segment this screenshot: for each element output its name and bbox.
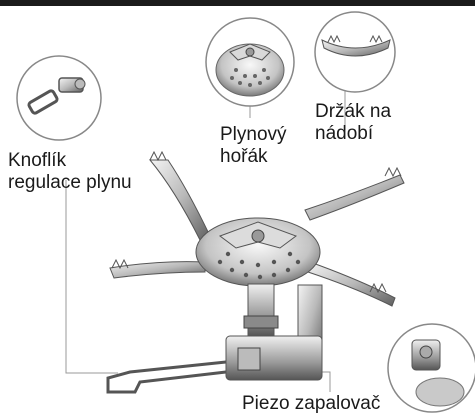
knob-detail-icon (17, 56, 101, 140)
pot-holder-label-line2: nádobí (315, 123, 425, 145)
burner-label-line1: Plynový (220, 124, 310, 146)
knob-label: Knoflík regulace plynu (8, 150, 188, 194)
pot-holder-detail-icon (315, 12, 395, 92)
burner-label-line2: hořák (220, 146, 310, 168)
pot-holder-label: Držák na nádobí (315, 101, 425, 145)
burner-label: Plynový hořák (220, 124, 310, 168)
pot-holder-label-line1: Držák na (315, 101, 425, 123)
burner-detail-icon (206, 18, 294, 106)
knob-label-line2: regulace plynu (8, 172, 188, 194)
piezo-label: Piezo zapalovač (242, 393, 412, 415)
knob-label-line1: Knoflík (8, 150, 188, 172)
